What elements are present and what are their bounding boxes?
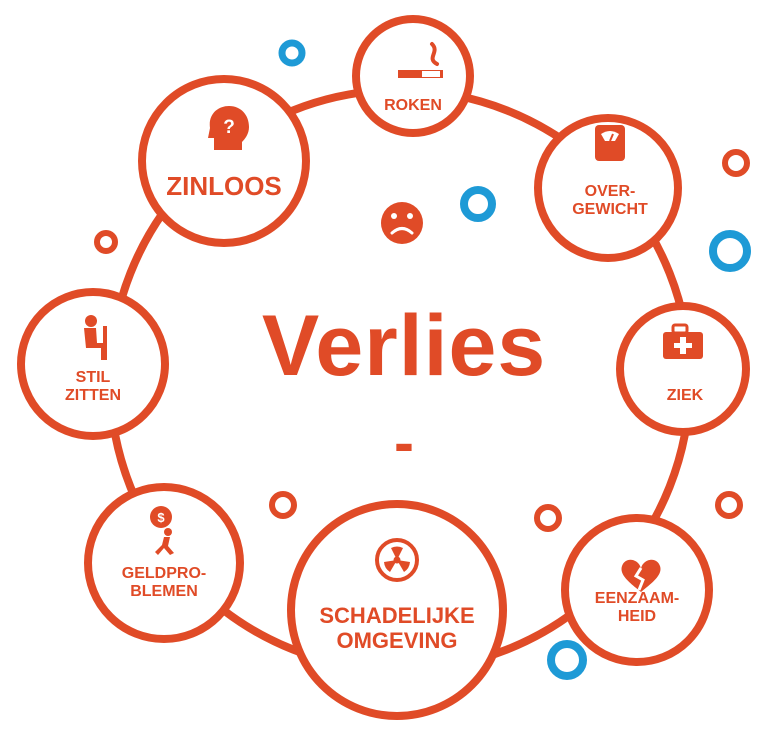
node-label: ROKEN bbox=[384, 97, 442, 114]
node-eenzaamheid: EENZAAM- HEID bbox=[595, 590, 679, 626]
svg-text:$: $ bbox=[157, 510, 165, 525]
node-label: BLEMEN bbox=[130, 582, 198, 600]
node-geldproblemen: GELDPRO- BLEMEN bbox=[122, 565, 206, 601]
decor-ring-blue bbox=[460, 186, 496, 222]
node-label: ZITTEN bbox=[65, 386, 121, 404]
radiation-icon bbox=[375, 538, 419, 582]
node-circle-schadelijke-omgeving bbox=[287, 500, 507, 720]
node-label: STIL bbox=[75, 369, 111, 386]
node-circle-ziek bbox=[616, 302, 750, 436]
node-schadelijke-omgeving: SCHADELIJKE OMGEVING bbox=[319, 603, 475, 653]
node-label: HEID bbox=[617, 607, 657, 625]
head-question-icon: ? bbox=[208, 106, 249, 150]
decor-ring-blue bbox=[547, 640, 587, 680]
decor-ring-orange bbox=[534, 504, 562, 532]
decorative-rings bbox=[94, 39, 751, 680]
node-label: GEWICHT bbox=[572, 200, 648, 218]
node-overgewicht: OVER- GEWICHT bbox=[572, 183, 648, 219]
sad-face-icon bbox=[381, 202, 423, 244]
diagram-title: Verlies bbox=[261, 298, 547, 394]
decor-ring-orange bbox=[269, 491, 297, 519]
sitting-person-icon bbox=[84, 315, 107, 360]
money-burden-icon: $ bbox=[150, 506, 174, 555]
decor-ring-blue bbox=[278, 39, 306, 67]
node-label: ZINLOOS bbox=[166, 171, 282, 201]
node-circle-eenzaamheid bbox=[561, 514, 713, 666]
node-zinloos: ZINLOOS bbox=[166, 171, 282, 201]
node-circle-zinloos bbox=[138, 75, 310, 247]
node-circle-geldproblemen bbox=[84, 483, 244, 643]
node-label: ZIEK bbox=[666, 387, 704, 404]
node-label: GELDPRO- bbox=[121, 565, 207, 582]
node-ziek: ZIEK bbox=[667, 387, 703, 405]
decor-ring-blue bbox=[709, 230, 751, 272]
scale-icon bbox=[595, 125, 625, 161]
decor-ring-orange bbox=[715, 491, 743, 519]
decor-ring-orange bbox=[722, 149, 750, 177]
node-circle-overgewicht bbox=[534, 114, 682, 262]
first-aid-kit-icon bbox=[663, 323, 703, 359]
node-roken: ROKEN bbox=[384, 97, 442, 115]
broken-heart-icon bbox=[621, 559, 661, 592]
node-label: OVER- bbox=[584, 183, 636, 200]
node-label: OMGEVING bbox=[336, 627, 458, 653]
cigarette-icon bbox=[398, 42, 443, 78]
node-circle-stil-zitten bbox=[17, 288, 169, 440]
diagram-subtitle: - bbox=[394, 409, 414, 476]
svg-text:?: ? bbox=[223, 117, 235, 138]
node-stil-zitten: STIL ZITTEN bbox=[65, 369, 121, 405]
node-label: EENZAAM- bbox=[594, 590, 680, 607]
node-label: SCHADELIJKE bbox=[319, 603, 475, 628]
decor-ring-orange bbox=[94, 230, 118, 254]
